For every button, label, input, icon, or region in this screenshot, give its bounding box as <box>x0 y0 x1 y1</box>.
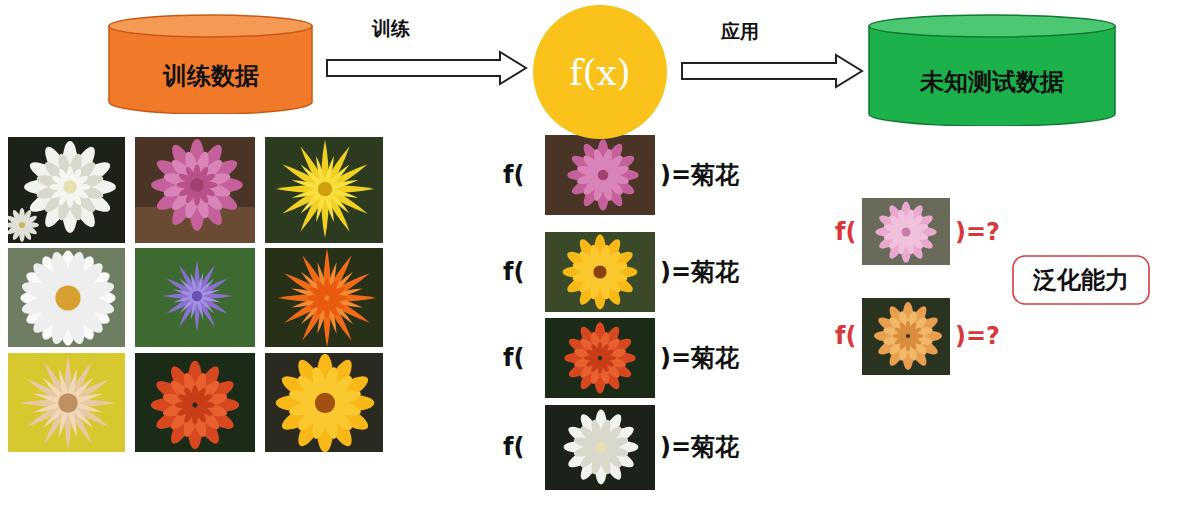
arrow-label: 训练 <box>372 16 410 40</box>
flower-photo <box>545 135 655 215</box>
flower-photo <box>862 298 950 375</box>
result-formula: )=菊花 <box>660 257 739 287</box>
cylinder-body <box>109 26 312 114</box>
circle-fill <box>533 5 667 139</box>
result-formula: f( <box>503 160 524 190</box>
flower-photo <box>265 248 383 347</box>
block-arrow <box>327 52 526 84</box>
flower-photo <box>265 353 383 452</box>
flower-photo <box>545 405 655 490</box>
flower-photo <box>135 353 255 452</box>
box-outline <box>1013 256 1149 304</box>
result-formula: f( <box>503 343 524 373</box>
callout-box: 泛化能力 <box>1012 255 1150 305</box>
arrow-label: 应用 <box>721 19 759 43</box>
node-label: f(x) <box>569 52 631 93</box>
flower-photo <box>135 248 255 347</box>
cylinder-top <box>869 15 1115 37</box>
node-label: 训练数据 <box>163 60 259 92</box>
block-arrow <box>682 55 862 87</box>
result-formula: f( <box>503 432 524 462</box>
data-cylinder: 训练数据 <box>108 14 313 114</box>
flower-photo <box>5 137 125 243</box>
flower-photo <box>135 137 255 243</box>
result-formula: f( <box>503 257 524 287</box>
flower-photo <box>545 318 655 398</box>
result-formula: )=菊花 <box>660 160 739 190</box>
flower-photo <box>8 353 125 452</box>
cylinder-top <box>109 15 312 37</box>
flower-photo <box>8 240 126 357</box>
flower-photo <box>862 198 950 265</box>
query-formula: f( <box>835 217 856 247</box>
flower-photo <box>545 232 655 312</box>
node-label: 泛化能力 <box>1033 264 1129 296</box>
result-formula: )=菊花 <box>660 432 739 462</box>
result-formula: )=菊花 <box>660 343 739 373</box>
query-formula: )=? <box>955 321 1000 351</box>
query-formula: f( <box>835 321 856 351</box>
flower-photo <box>265 137 383 243</box>
query-formula: )=? <box>955 217 1000 247</box>
cylinder-body <box>869 26 1115 126</box>
node-label: 未知测试数据 <box>920 66 1064 98</box>
function-circle: f(x) <box>532 4 668 140</box>
data-cylinder: 未知测试数据 <box>868 14 1116 126</box>
